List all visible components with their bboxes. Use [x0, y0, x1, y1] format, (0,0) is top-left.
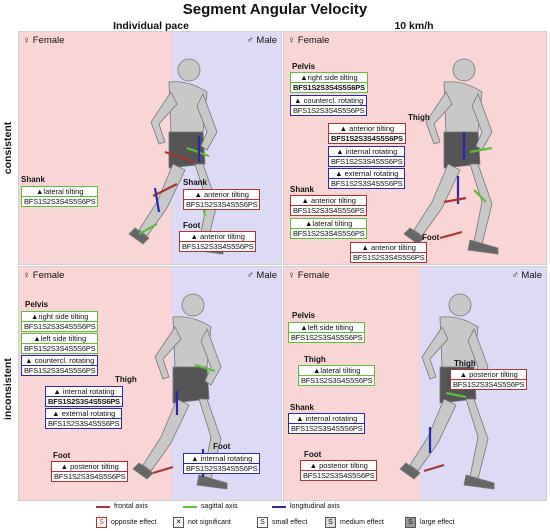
male-label: ♂ Male: [246, 35, 277, 46]
region-label-shank: Shank: [21, 175, 46, 184]
sagittal-axis-swatch: [183, 505, 197, 508]
region-label-shank-male: Shank: [183, 178, 208, 187]
female-icon: ♀: [288, 35, 296, 46]
longitudinal-axis-swatch: [272, 505, 286, 508]
legend-not-significant: ✕not significant: [173, 517, 231, 528]
region-label-pelvis: Pelvis: [292, 311, 316, 320]
runner-figure: [128, 58, 224, 255]
row-header-consistent: consistent: [2, 121, 14, 175]
annotation-box-foot-posterior-tilting: ▲ posterior tilting BFS1S2S3S4S5S6PS: [300, 460, 378, 481]
annotation-box-shank-anterior-tilting: ▲ anterior tilting BFS1S2S3S4S5S6PS: [183, 189, 261, 210]
male-label: ♂ Male: [511, 270, 542, 281]
legend-longitudinal-axis: longitudinal axis: [272, 503, 340, 510]
region-label-pelvis: Pelvis: [292, 62, 316, 71]
annotation-box-thigh-internal-rotating: ▲ internal rotating BFS1S2S3S4S5S6PS: [45, 386, 123, 407]
annotation-box-thigh-anterior-tilting: ▲ anterior tilting BFS1S2S3S4S5S6PS: [328, 123, 406, 144]
annotation-box-foot-anterior-tilting: ▲ anterior tilting BFS1S2S3S4S5S6PS: [179, 231, 257, 252]
legend-sagittal-axis: sagittal axis: [183, 503, 238, 510]
annotation-box-thigh-lateral-tilting: ▲lateral tilting BFS1S2S3S4S5S6PS: [298, 365, 376, 386]
region-label-shank: Shank: [290, 403, 315, 412]
annotation-box-pelvis-left-side-tilting: ▲left side tilting BFS1S2S3S4S5S6PS: [21, 333, 99, 354]
female-icon: ♀: [288, 270, 296, 281]
annotation-box-thigh-internal-rotating: ▲ internal rotating BFS1S2S3S4S5S6PS: [328, 146, 406, 167]
region-label-foot: Foot: [183, 221, 201, 230]
annotation-box-shank-internal-rotating: ▲ internal rotating BFS1S2S3S4S5S6PS: [288, 413, 366, 434]
region-label-thigh-male: Thigh: [454, 359, 476, 368]
row-header-inconsistent: inconsistent: [2, 358, 14, 420]
region-label-foot: Foot: [53, 451, 71, 460]
medium-effect-swatch: S: [325, 517, 336, 528]
region-label-thigh: Thigh: [304, 355, 326, 364]
column-header-10kmh: 10 km/h: [394, 20, 434, 32]
male-icon: ♂: [246, 35, 254, 46]
legend-frontal-axis: frontal axis: [96, 503, 148, 510]
panel-inconsistent-10kmh: ♀ Female ♂ Male Pelvis ▲left side tiltin…: [283, 266, 547, 501]
region-label-foot: Foot: [422, 233, 440, 242]
annotation-box-pelvis-countercl-rotating: ▲ countercl. rotating BFS1S2S3S4S5S6PS: [21, 355, 99, 376]
male-icon: ♂: [246, 270, 254, 281]
column-header-individual-pace: Individual pace: [113, 20, 189, 32]
male-icon: ♂: [511, 270, 519, 281]
annotation-box-pelvis-left-side-tilting: ▲left side tilting BFS1S2S3S4S5S6PS: [288, 322, 366, 343]
annotation-box-thigh-external-rotating: ▲ external rotating BFS1S2S3S4S5S6PS: [45, 408, 123, 429]
female-icon: ♀: [23, 270, 31, 281]
region-label-shank: Shank: [290, 185, 315, 194]
region-label-foot-male: Foot: [213, 442, 231, 451]
opposite-effect-swatch: S: [96, 517, 107, 528]
annotation-box-foot-anterior-tilting: ▲ anterior tilting BFS1S2S3S4S5S6PS: [350, 242, 428, 263]
female-label: ♀ Female: [23, 35, 65, 46]
small-effect-swatch: S: [257, 517, 268, 528]
not-significant-swatch: ✕: [173, 517, 184, 528]
annotation-box-pelvis-right-side-tilting: ▲right side tilting BFS1S2S3S4S5S6PS: [21, 311, 99, 332]
female-label: ♀ Female: [23, 270, 65, 281]
figure-title: Segment Angular Velocity: [182, 1, 368, 18]
panel-consistent-individual: ♀ Female ♂ Male Shank ▲lateral tilting B: [18, 31, 282, 265]
annotation-box-foot-posterior-tilting: ▲ posterior tilting BFS1S2S3S4S5S6PS: [51, 461, 129, 482]
annotation-box-shank-anterior-tilting: ▲ anterior tilting BFS1S2S3S4S5S6PS: [290, 195, 368, 216]
frontal-axis-swatch: [96, 505, 110, 508]
annotation-box-pelvis-countercl-rotating: ▲ countercl. rotating BFS1S2S3S4S5S6PS: [290, 95, 368, 116]
annotation-box-thigh-posterior-tilting: ▲ posterior tilting BFS1S2S3S4S5S6PS: [450, 369, 528, 390]
large-effect-swatch: S: [405, 517, 416, 528]
male-label: ♂ Male: [246, 270, 277, 281]
region-label-thigh: Thigh: [115, 375, 137, 384]
region-label-foot: Foot: [304, 450, 322, 459]
runner-figure: [399, 293, 495, 490]
annotation-box-shank-lateral-tilting: ▲lateral tilting BFS1S2S3S4S5S6PS: [290, 218, 368, 239]
region-label-thigh: Thigh: [408, 113, 430, 122]
annotation-box-pelvis-right-side-tilting: ▲right side tilting BFS1S2S3S4S5S6PS: [290, 72, 368, 93]
female-label: ♀ Female: [288, 270, 330, 281]
panel-inconsistent-individual: ♀ Female ♂ Male Pelvis ▲right side tilti…: [18, 266, 282, 501]
annotation-box-foot-internal-rotating: ▲ internal rotating BFS1S2S3S4S5S6PS: [183, 453, 261, 474]
annotation-box-thigh-external-rotating: ▲ external rotating BFS1S2S3S4S5S6PS: [328, 168, 406, 189]
runner-figure: [403, 58, 499, 255]
female-label: ♀ Female: [288, 35, 330, 46]
female-icon: ♀: [23, 35, 31, 46]
panel-consistent-10kmh: ♀ Female Pelvis ▲right side tilting BFS1…: [283, 31, 547, 265]
annotation-box-shank-lateral-tilting: ▲lateral tilting BFS1S2S3S4S5S6PS: [21, 186, 99, 207]
region-label-pelvis: Pelvis: [25, 300, 49, 309]
